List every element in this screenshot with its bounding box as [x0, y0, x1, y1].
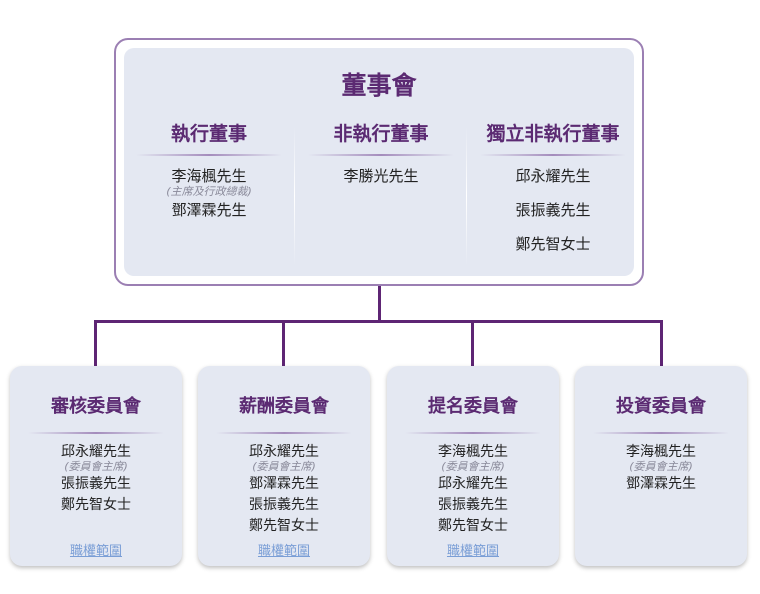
heading-underline: [593, 432, 729, 434]
member-name: 鄭先智女士: [249, 518, 319, 534]
member-name: 張振義先生: [61, 476, 131, 492]
column-heading: 獨立非執行董事: [486, 123, 620, 145]
member-name: 張振義先生: [515, 201, 591, 219]
independent-directors-column: 獨立非執行董事 邱永耀先生 張振義先生 鄭先智女士: [468, 118, 638, 254]
board-title: 董事會: [341, 71, 417, 100]
member-role: (委員會主席): [441, 460, 505, 473]
heading-underline: [308, 154, 454, 156]
member-role: (委員會主席): [64, 460, 128, 473]
member-role: (主席及行政總裁): [166, 185, 252, 198]
member-name: 鄭先智女士: [515, 235, 591, 253]
terms-of-reference-link[interactable]: 職權範圍: [446, 544, 499, 559]
member-name: 邱永耀先生: [61, 444, 131, 460]
member-name: 邱永耀先生: [249, 444, 319, 460]
board-panel: 董事會 執行董事 李海楓先生 (主席及行政總裁) 鄧澤霖先生 非執行董事 李勝光…: [114, 38, 644, 286]
member-role: (委員會主席): [629, 460, 693, 473]
executive-directors-column: 執行董事 李海楓先生 (主席及行政總裁) 鄧澤霖先生: [124, 118, 294, 220]
column-divider: [294, 126, 295, 266]
connector-trunk: [378, 286, 381, 322]
committee-title: 審核委員會: [51, 396, 141, 417]
member-name: 邱永耀先生: [515, 167, 591, 185]
member-name: 李勝光先生: [343, 167, 419, 185]
member-name: 張振義先生: [438, 497, 508, 513]
committee-title: 投資委員會: [616, 396, 706, 417]
heading-underline: [480, 154, 626, 156]
terms-of-reference-link[interactable]: 職權範圍: [69, 544, 122, 559]
terms-of-reference-link[interactable]: 職權範圍: [257, 544, 310, 559]
committee-title: 提名委員會: [428, 396, 518, 417]
connector-drop: [471, 320, 474, 366]
board-panel-inner: 董事會 執行董事 李海楓先生 (主席及行政總裁) 鄧澤霖先生 非執行董事 李勝光…: [124, 48, 634, 276]
connector-bar: [94, 320, 663, 323]
column-heading: 執行董事: [170, 123, 247, 145]
member-name: 鄭先智女士: [61, 497, 131, 513]
connector-drop: [94, 320, 97, 366]
heading-underline: [216, 432, 352, 434]
non-executive-directors-column: 非執行董事 李勝光先生: [296, 118, 466, 186]
remuneration-committee-card: 薪酬委員會 邱永耀先生 (委員會主席) 鄧澤霖先生 張振義先生 鄭先智女士 職權…: [198, 366, 370, 566]
connector-drop: [282, 320, 285, 366]
heading-underline: [28, 432, 164, 434]
connector-drop: [660, 320, 663, 366]
member-name: 李海楓先生: [171, 167, 247, 185]
member-name: 李海楓先生: [438, 444, 508, 460]
column-divider: [466, 126, 467, 266]
heading-underline: [136, 154, 282, 156]
member-name: 鄧澤霖先生: [626, 476, 696, 492]
audit-committee-card: 審核委員會 邱永耀先生 (委員會主席) 張振義先生 鄭先智女士 職權範圍: [10, 366, 182, 566]
member-name: 鄧澤霖先生: [249, 476, 319, 492]
committee-title: 薪酬委員會: [239, 396, 329, 417]
member-role: (委員會主席): [252, 460, 316, 473]
heading-underline: [405, 432, 541, 434]
member-name: 邱永耀先生: [438, 476, 508, 492]
member-name: 李海楓先生: [626, 444, 696, 460]
member-name: 鄧澤霖先生: [171, 201, 247, 219]
investment-committee-card: 投資委員會 李海楓先生 (委員會主席) 鄧澤霖先生: [575, 366, 747, 566]
column-heading: 非執行董事: [333, 123, 429, 145]
nomination-committee-card: 提名委員會 李海楓先生 (委員會主席) 邱永耀先生 張振義先生 鄭先智女士 職權…: [387, 366, 559, 566]
member-name: 鄭先智女士: [438, 518, 508, 534]
member-name: 張振義先生: [249, 497, 319, 513]
